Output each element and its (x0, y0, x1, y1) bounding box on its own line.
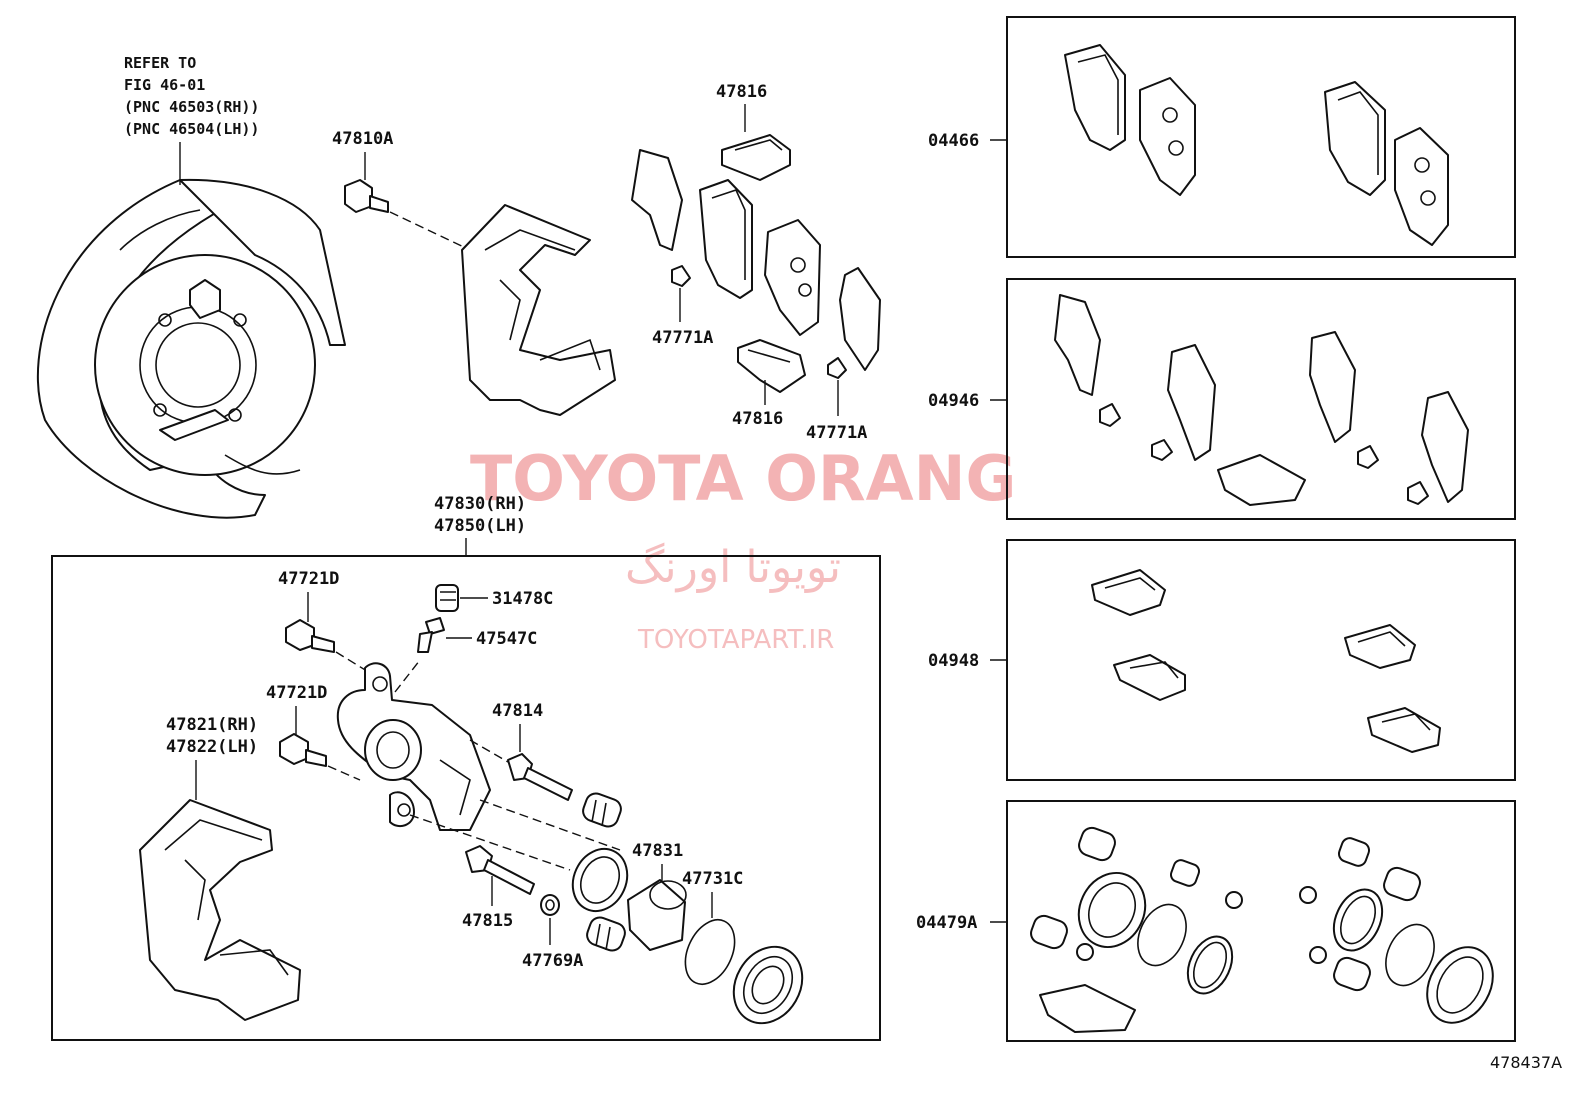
shim-47816-top (721, 134, 791, 181)
piston-seal-ring (571, 847, 629, 913)
bleeder-cap-31478C (435, 584, 459, 612)
watermark-site: TOYOTAPART.IR (637, 625, 834, 655)
label-47850: 47850(LH) (434, 516, 526, 536)
boot-lower (586, 916, 626, 952)
caliper-assembly-box (51, 555, 881, 1041)
kit-box-04946 (1006, 278, 1516, 520)
cylinder-boot (732, 945, 804, 1025)
kit-box-04479A (1006, 800, 1516, 1042)
note-line4: (PNC 46504(LH)) (124, 120, 259, 138)
mounting-bracket (139, 799, 301, 1021)
kit-label-04466: 04466 (928, 131, 979, 151)
note-line3: (PNC 46503(RH)) (124, 98, 259, 116)
kit-04479A-seals (1030, 826, 1494, 1033)
kit-04948-clips (1091, 569, 1441, 753)
kit-box-04466 (1006, 16, 1516, 258)
label-47769A: 47769A (522, 951, 583, 971)
boot-upper (582, 792, 622, 828)
label-47721D-a: 47721D (278, 569, 339, 589)
piston-47831 (627, 879, 687, 951)
label-47771A-b: 47771A (806, 423, 867, 443)
shim-47816-bottom (737, 339, 806, 393)
label-47830: 47830(RH) (434, 494, 526, 514)
kit-label-04948: 04948 (928, 651, 979, 671)
bleeder-plug-47547C (417, 617, 445, 653)
kit-label-04946: 04946 (928, 391, 979, 411)
torque-plate (461, 204, 616, 416)
label-47547C: 47547C (476, 629, 537, 649)
label-47771A-a: 47771A (652, 328, 713, 348)
label-47816-bottom: 47816 (732, 409, 783, 429)
watermark-persian: تویوتا اورنگ (625, 542, 841, 593)
note-line1: REFER TO (124, 54, 196, 72)
pad-group-top (631, 149, 881, 379)
kit-label-04479A: 04479A (916, 913, 977, 933)
bolt-47721D-a (285, 619, 335, 653)
label-47731C: 47731C (682, 869, 743, 889)
label-47815: 47815 (462, 911, 513, 931)
label-47814: 47814 (492, 701, 543, 721)
label-47831: 47831 (632, 841, 683, 861)
seal-47731C (684, 919, 736, 985)
kit-04466-pads (1064, 44, 1449, 246)
diagram-code: 478437A (1490, 1053, 1562, 1072)
bolt-47810A (344, 179, 389, 213)
dust-cover (36, 178, 346, 519)
pin-47815 (465, 845, 535, 895)
label-47810A: 47810A (332, 129, 393, 149)
note-line2: FIG 46-01 (124, 76, 205, 94)
kit-04946-parts (1054, 294, 1469, 506)
pin-47814 (507, 753, 573, 801)
bushing-47769A (540, 894, 560, 916)
label-47821: 47821(RH) (166, 715, 258, 735)
caliper-body (336, 662, 491, 831)
watermark-brand: TOYOTA ORANG (470, 442, 1016, 515)
label-47721D-b: 47721D (266, 683, 327, 703)
label-47822: 47822(LH) (166, 737, 258, 757)
label-31478C: 31478C (492, 589, 553, 609)
bolt-47721D-b (279, 733, 327, 767)
label-47816-top: 47816 (716, 82, 767, 102)
